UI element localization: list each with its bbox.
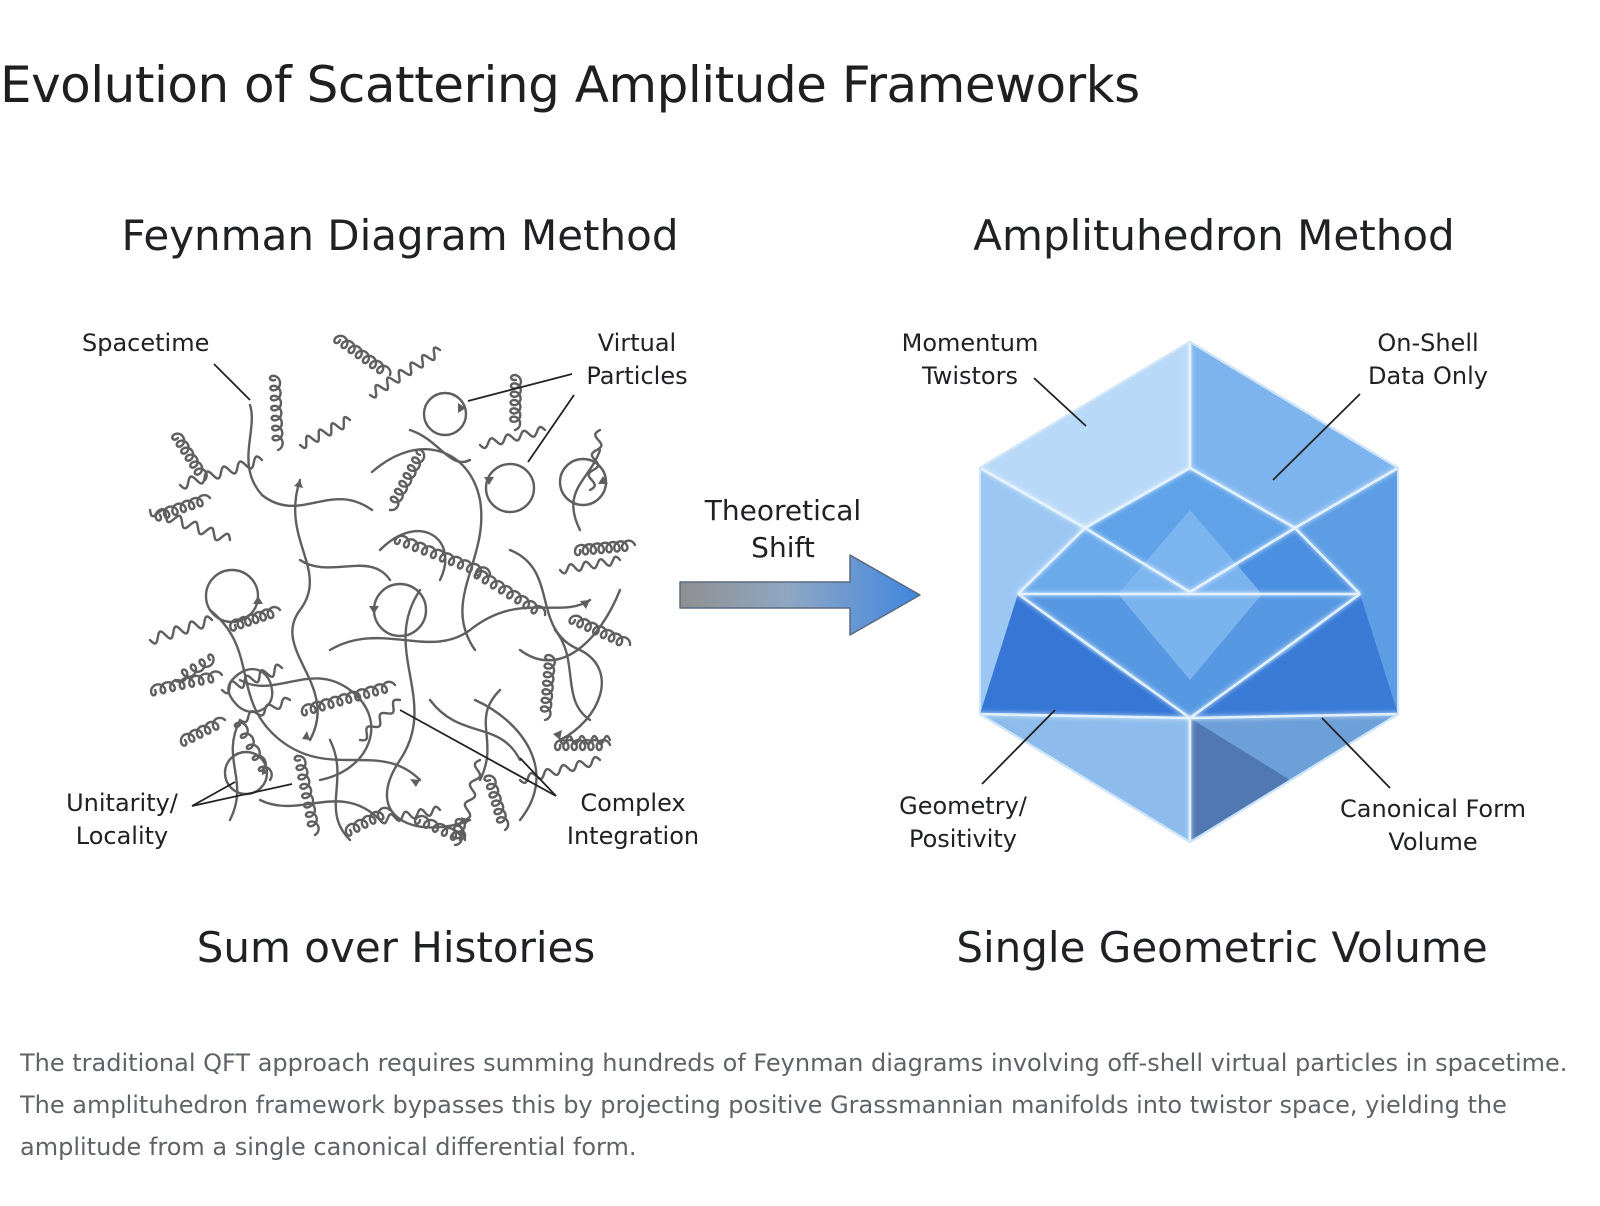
photon-line: [238, 696, 292, 724]
gluon-line: [473, 569, 547, 617]
photon-line: [358, 698, 402, 742]
gluon-line: [233, 721, 273, 782]
amplituhedron-polytope: [979, 341, 1399, 843]
complex-integration-label-line2: Integration: [567, 822, 699, 850]
photon-line: [558, 555, 622, 575]
photon-line: [378, 805, 442, 825]
gluon-line: [388, 448, 426, 512]
gluon-line: [293, 754, 320, 837]
theoretical-shift-label-line1: Theoretical: [704, 494, 861, 527]
single-geometric-volume-label: Single Geometric Volume: [956, 923, 1487, 972]
gluon-line: [568, 614, 632, 647]
gluon-line: [344, 806, 392, 837]
spacetime-label: Spacetime: [82, 329, 209, 357]
photon-line: [368, 346, 442, 399]
gluon-line: [300, 680, 397, 717]
gluon-line: [553, 738, 612, 752]
gluon-line: [539, 653, 556, 722]
gluon-line: [149, 670, 224, 697]
feynman-method-header: Feynman Diagram Method: [122, 211, 679, 260]
canonical-form-label-line2: Volume: [1388, 828, 1477, 856]
theoretical-shift-label-line2: Shift: [751, 531, 815, 564]
theoretical-shift-arrow: [679, 554, 921, 636]
geometry-positivity-label-line1: Geometry/: [899, 792, 1028, 820]
gluon-line: [171, 432, 208, 482]
complex-integration-label-line1: Complex: [580, 789, 685, 817]
photon-line: [148, 508, 232, 542]
gluon-line: [154, 493, 212, 522]
sum-over-histories-label: Sum over Histories: [197, 923, 596, 972]
virtual-particles-label-line1: Virtual: [598, 329, 676, 357]
amplituhedron-labels: Momentum Twistors On-Shell Data Only Geo…: [899, 329, 1526, 856]
gluon-line: [268, 374, 284, 452]
unitarity-locality-label-line2: Locality: [76, 822, 168, 850]
momentum-twistors-label-line2: Twistors: [921, 362, 1018, 390]
gluon-line: [509, 373, 523, 432]
figure-canvas: Feynman Diagram Method Amplituhedron Met…: [66, 211, 1526, 972]
framework-comparison-figure: Feynman Diagram Method Amplituhedron Met…: [0, 180, 1600, 1030]
unitarity-locality-label-line1: Unitarity/: [66, 789, 179, 817]
photon-line: [148, 615, 214, 645]
virtual-particles-label-line2: Particles: [586, 362, 687, 390]
gluon-line: [173, 653, 215, 683]
page-title: Evolution of Scattering Amplitude Framew…: [0, 56, 1140, 114]
canonical-form-label-line1: Canonical Form: [1340, 795, 1526, 823]
gluon-line: [573, 539, 637, 557]
amplituhedron-method-header: Amplituhedron Method: [973, 211, 1454, 260]
geometry-positivity-label-line2: Positivity: [909, 825, 1017, 853]
photon-line: [518, 755, 602, 785]
photon-line: [478, 425, 547, 450]
feynman-labels: Spacetime Virtual Particles Unitarity/ L…: [66, 329, 699, 850]
momentum-twistors-label-line1: Momentum: [902, 329, 1039, 357]
gluon-line: [179, 716, 227, 747]
feynman-callout-lines: [191, 363, 575, 807]
on-shell-data-label-line2: Data Only: [1368, 362, 1488, 390]
amplituhedron-callout-lines: [981, 377, 1391, 789]
gluon-line: [333, 334, 392, 377]
photon-line: [298, 415, 352, 450]
on-shell-data-label-line1: On-Shell: [1377, 329, 1478, 357]
figure-caption: The traditional QFT approach requires su…: [20, 1049, 1568, 1161]
gluon-line: [483, 774, 510, 832]
gluon-line: [229, 605, 282, 632]
feynman-diagram-tangle: [148, 334, 637, 847]
